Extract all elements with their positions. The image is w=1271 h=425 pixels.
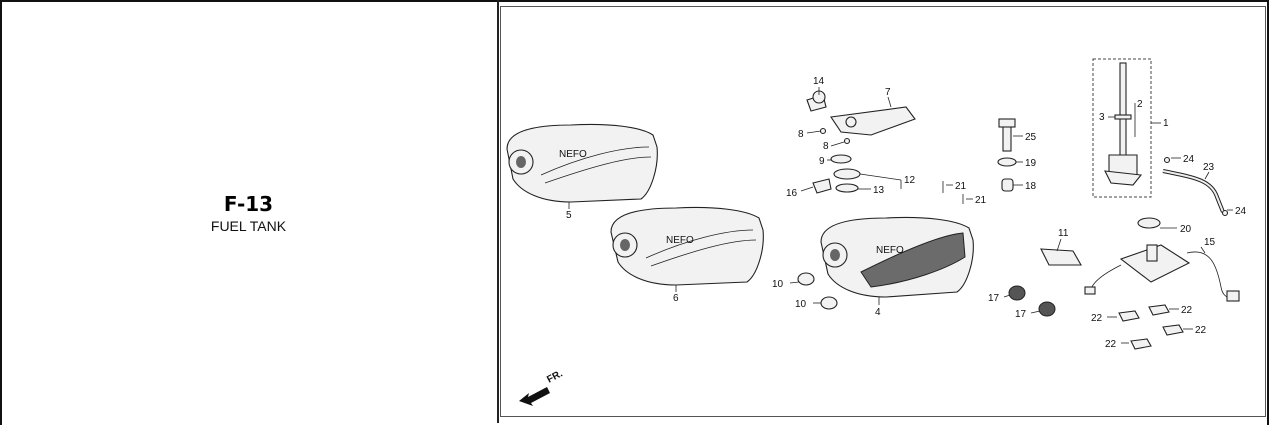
callout-20: 20 (1180, 224, 1192, 235)
callout-18: 18 (1025, 181, 1037, 192)
callout-14: 14 (813, 76, 825, 87)
svg-text:NEFO: NEFO (559, 149, 587, 160)
callout-21a: 21 (955, 181, 967, 192)
fuel-cock-part-1 (1092, 58, 1152, 198)
fuel-sender-part-15 (1084, 217, 1240, 350)
callout-leader-lines (789, 87, 1233, 344)
panel-divider (497, 0, 499, 423)
callout-8a: 8 (798, 129, 804, 140)
section-header-panel: F-13 FUEL TANK (0, 0, 497, 423)
front-marker-label: FR. (545, 368, 565, 385)
callout-21b: 21 (975, 195, 987, 206)
callout-22c: 22 (1195, 325, 1207, 336)
callout-13: 13 (873, 185, 885, 196)
section-code: F-13 (223, 192, 274, 216)
fuel-hose-part-23 (1162, 156, 1229, 217)
callout-22b: 22 (1091, 313, 1103, 324)
callout-7: 7 (885, 87, 891, 98)
callout-19: 19 (1025, 158, 1037, 169)
exploded-parts-diagram: NEFO NEFO NEFO (500, 6, 1266, 417)
fuel-tank-part-4: NEFO (820, 216, 974, 305)
callout-16: 16 (786, 188, 798, 199)
callout-10b: 10 (795, 299, 807, 310)
callout-10a: 10 (772, 279, 784, 290)
callout-1: 1 (1163, 118, 1169, 129)
callout-2: 2 (1137, 99, 1143, 110)
callout-6: 6 (673, 293, 679, 304)
callout-11: 11 (1058, 228, 1069, 239)
callout-25: 25 (1025, 132, 1037, 143)
callout-4: 4 (875, 307, 881, 318)
callout-23: 23 (1203, 162, 1215, 173)
callout-labels: 1 2 3 4 5 6 7 8 8 9 10 10 11 12 13 14 15… (566, 76, 1247, 350)
callout-24b: 24 (1235, 206, 1247, 217)
callout-22d: 22 (1105, 339, 1117, 350)
callout-17b: 17 (1015, 309, 1027, 320)
fuel-tank-part-5: NEFO (506, 123, 658, 209)
callout-5: 5 (566, 210, 572, 221)
callout-8b: 8 (823, 141, 829, 152)
fuel-cap-parts (806, 90, 916, 194)
callout-15: 15 (1204, 237, 1216, 248)
callout-9: 9 (819, 156, 825, 167)
callout-24a: 24 (1183, 154, 1195, 165)
callout-22a: 22 (1181, 305, 1193, 316)
callout-12: 12 (904, 175, 916, 186)
fuel-tank-part-6: NEFO (610, 206, 764, 292)
section-title: FUEL TANK (210, 218, 287, 234)
callout-17a: 17 (988, 293, 1000, 304)
front-direction-marker: FR. (519, 368, 565, 406)
callout-3: 3 (1099, 112, 1105, 123)
svg-text:NEFO: NEFO (666, 235, 694, 246)
svg-text:NEFO: NEFO (876, 245, 904, 256)
